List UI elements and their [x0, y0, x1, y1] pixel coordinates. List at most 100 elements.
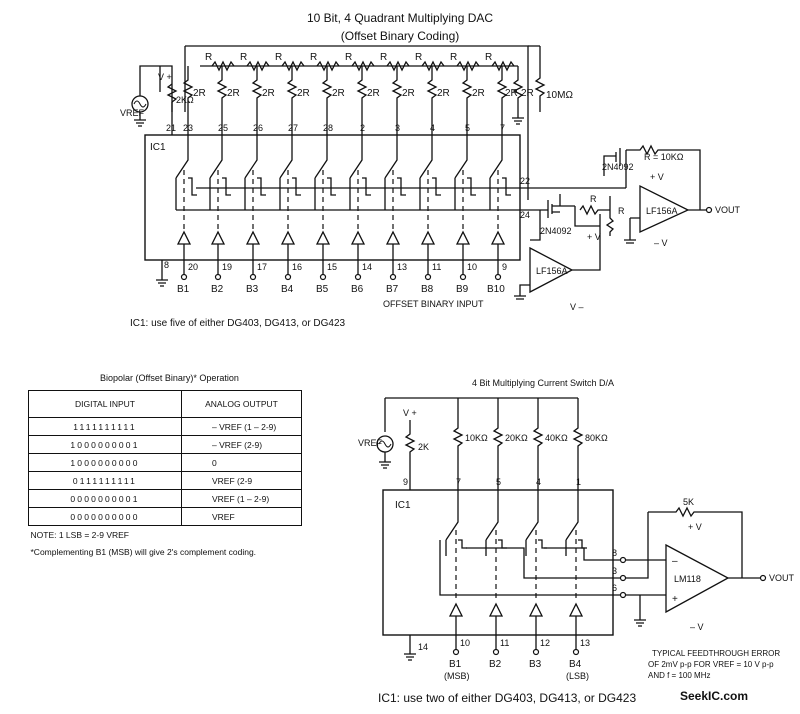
bottom-res-5k [647, 506, 743, 578]
top-ic-note: IC1: use five of either DG403, DG413, or… [130, 318, 346, 329]
col-analog-output: ANALOG OUTPUT [181, 390, 302, 418]
svg-text:40KΩ: 40KΩ [545, 433, 568, 443]
svg-text:13: 13 [397, 262, 407, 272]
svg-text:B2: B2 [211, 284, 224, 295]
ladder-2r-resistors [182, 66, 524, 118]
table-note-row: *Complementing B1 (MSB) will give 2's co… [29, 543, 302, 560]
svg-text:80KΩ: 80KΩ [585, 433, 608, 443]
svg-text:B5: B5 [316, 284, 329, 295]
top-control-dashes [183, 170, 499, 230]
table-header-row: DIGITAL INPUT ANALOG OUTPUT [28, 390, 302, 418]
svg-text:R: R [205, 52, 212, 63]
svg-text:20: 20 [188, 262, 198, 272]
table-note-row: NOTE: 1 LSB = 2-9 VREF [29, 526, 302, 544]
svg-text:15: 15 [327, 262, 337, 272]
lsb-note: NOTE: 1 LSB = 2-9 VREF [30, 529, 130, 540]
svg-text:20KΩ: 20KΩ [505, 433, 528, 443]
svg-text:26: 26 [253, 123, 263, 133]
bottom-ic1-label: IC1 [395, 500, 411, 511]
opamp-upper-label: LF156A [646, 206, 678, 216]
svg-text:B9: B9 [456, 284, 469, 295]
top-switches [175, 135, 511, 210]
ic1-label: IC1 [150, 142, 166, 153]
svg-text:21: 21 [166, 123, 176, 133]
bottom-res-labels: 10KΩ 20KΩ 40KΩ 80KΩ [465, 433, 608, 443]
svg-text:2R: 2R [505, 88, 518, 99]
bottom-vref-ground-icon [379, 452, 391, 469]
bottom-res-2k-label: 2K [418, 442, 429, 452]
svg-text:R: R [275, 52, 282, 63]
watermark: SeekIC.com [680, 689, 748, 703]
res-fb-label: R = 10KΩ [644, 152, 684, 162]
bottom-bottom-pins: 10 11 12 13 [460, 638, 590, 648]
fet-lower-label: 2N4092 [540, 226, 572, 236]
vout-label: VOUT [715, 205, 741, 215]
table-row: 1000000001– VREF (2-9) [28, 435, 302, 454]
svg-text:B8: B8 [421, 284, 434, 295]
bottom-buffers [448, 602, 584, 617]
svg-text:R: R [450, 52, 457, 63]
bottom-top-pins: 9 7 5 4 1 [403, 477, 581, 487]
svg-text:9: 9 [403, 477, 408, 487]
fet-upper-label: 2N4092 [602, 162, 634, 172]
svg-text:19: 19 [222, 262, 232, 272]
res-r-mid-label: R [590, 194, 597, 204]
bottom-vref-label: VREF [358, 438, 383, 448]
table-title: Biopolar (Offset Binary)* Operation [100, 373, 239, 383]
svg-text:+: + [672, 594, 678, 605]
top-circuit: 10 Bit, 4 Quadrant Multiplying DAC (Offs… [120, 11, 741, 329]
complement-note: *Complementing B1 (MSB) will give 2's co… [30, 546, 257, 557]
plus-v-upper: + V [650, 172, 664, 182]
svg-text:2R: 2R [332, 88, 345, 99]
bottom-right-pins: 8 3 6 [612, 548, 617, 593]
feedthrough-line3: AND f = 100 MHz [648, 671, 710, 680]
svg-text:2R: 2R [402, 88, 415, 99]
svg-text:R: R [415, 52, 422, 63]
ic1-top-pins: 21 23 25 26 27 28 2 3 4 5 7 [166, 123, 505, 133]
res-10m [534, 46, 546, 112]
vout-terminal [705, 206, 713, 214]
opamp-lower-label: LF156A [536, 266, 568, 276]
svg-text:B3: B3 [246, 284, 259, 295]
svg-text:R: R [485, 52, 492, 63]
svg-text:27: 27 [288, 123, 298, 133]
ic1-box [144, 134, 521, 261]
svg-text:2R: 2R [472, 88, 485, 99]
res-r-right-label: R [618, 206, 625, 216]
svg-text:25: 25 [218, 123, 228, 133]
bottom-weighted-resistors [452, 398, 584, 490]
res-10m-label: 10MΩ [546, 90, 573, 101]
feedthrough-line2: OF 2mV p-p FOR VREF = 10 V p-p [648, 660, 774, 669]
bit-labels: B1 B2 B3 B4 B5 B6 B7 B8 B9 B10 [177, 284, 505, 295]
bit-input-circles [180, 273, 502, 281]
bottom-vout-terminal [759, 574, 767, 582]
fet-lower [540, 194, 575, 218]
bottom-vout-label: VOUT [769, 573, 795, 583]
vref-ground-icon [134, 112, 146, 127]
vref-label: VREF [120, 108, 145, 118]
bottom-plus-v: + V [688, 522, 702, 532]
truth-table: DIGITAL INPUT ANALOG OUTPUT 1111111111– … [28, 390, 302, 560]
svg-text:3: 3 [612, 566, 617, 576]
svg-text:2R: 2R [437, 88, 450, 99]
svg-text:11: 11 [500, 638, 509, 648]
svg-text:2R: 2R [227, 88, 240, 99]
bottom-vplus-label: V + [403, 408, 417, 418]
svg-text:R: R [380, 52, 387, 63]
svg-text:17: 17 [257, 262, 267, 272]
svg-text:2R: 2R [297, 88, 310, 99]
bottom-bit-input-circles [452, 648, 580, 656]
table-row: 1111111111– VREF (1 – 2-9) [28, 417, 302, 436]
pin-22-label: 22 [520, 176, 530, 186]
svg-text:14: 14 [362, 262, 372, 272]
res-fb-upper [626, 144, 701, 210]
svg-text:13: 13 [580, 638, 590, 648]
svg-text:5: 5 [496, 477, 501, 487]
ic1-gnd-pin: 8 [164, 260, 169, 270]
bottom-switches [445, 490, 587, 556]
col-digital-input: DIGITAL INPUT [28, 390, 182, 418]
res-r-mid [579, 204, 610, 216]
svg-text:B3: B3 [529, 659, 542, 670]
